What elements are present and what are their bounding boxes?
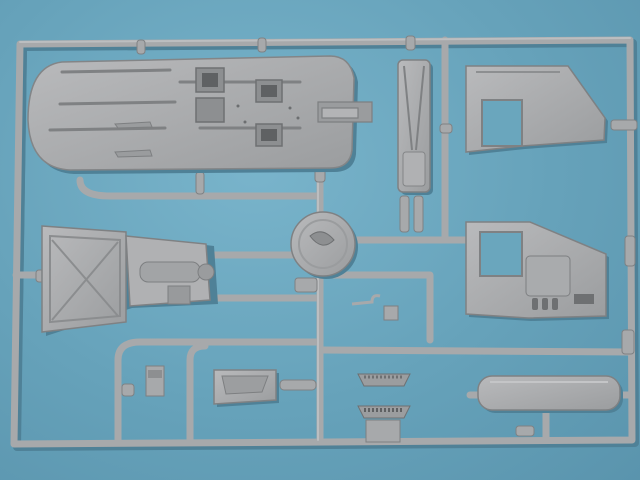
runner-lower-left [114,338,324,444]
outer-runner [10,36,636,448]
runner-lower-horizontal [316,346,634,356]
part-track-link-lower [357,405,411,443]
part-engine-block [41,225,218,336]
part-track-link-upper [357,373,411,387]
runner-lower-left-2 [186,342,209,444]
part-hull-side-right [465,221,609,321]
runner-upper-horizontal [76,176,324,200]
part-side-panel-upper [465,65,608,155]
part-oval-plate [477,375,623,413]
part-grab-handle [351,294,399,321]
part-chassis-rail [397,59,433,195]
part-hatch-disc [290,211,358,279]
runner-right-horizontal-2 [316,271,434,344]
sprue-frame [10,36,639,451]
part-seat-bracket [213,369,279,407]
part-seat-small [145,365,165,397]
part-hull-deck [27,55,373,174]
